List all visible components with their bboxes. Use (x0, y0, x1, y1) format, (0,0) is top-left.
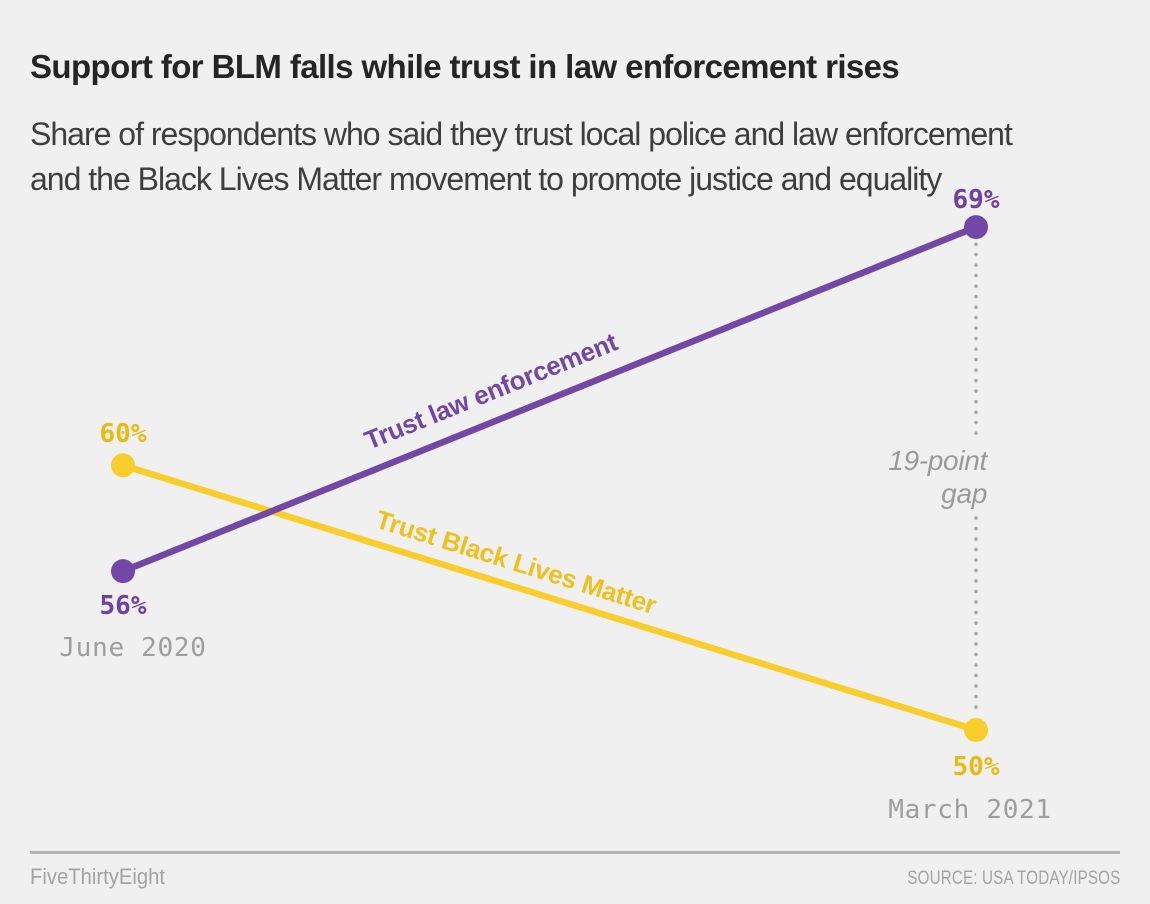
fivethirtyeight-brand: FiveThirtyEight (30, 864, 165, 889)
x-axis-label-start: June 2020 (59, 633, 207, 663)
value-label-blm-end: 50% (952, 752, 1000, 782)
chart-subtitle: Share of respondents who said they trust… (30, 116, 1013, 197)
chart-title: Support for BLM falls while trust in law… (30, 48, 900, 86)
footer-divider (30, 851, 1120, 854)
gap-annotation: 19-point gap (888, 445, 987, 509)
source-credit: SOURCE: USA TODAY/IPSOS (906, 868, 1120, 889)
series-trust-law-enforcement (111, 215, 988, 584)
value-label-law-start: 56% (99, 591, 147, 621)
x-axis-label-end: March 2021 (888, 795, 1052, 825)
value-label-blm-start: 60% (99, 419, 147, 449)
series-trust-black-lives-matter (111, 453, 988, 742)
value-label-law-end: 69% (952, 185, 1000, 215)
